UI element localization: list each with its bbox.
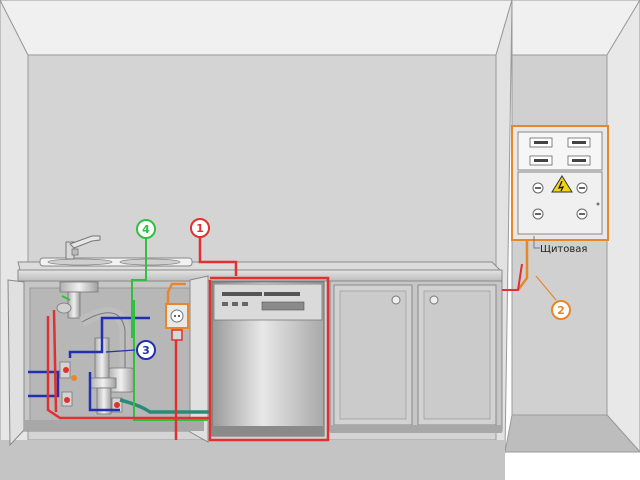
circuit-breakers <box>532 182 600 220</box>
callout-2: 2 <box>551 300 571 320</box>
power-line <box>46 236 330 442</box>
callout-4-label: 4 <box>142 223 150 236</box>
drain-siphon <box>56 281 135 415</box>
cabinet-knob-icon <box>429 295 439 305</box>
meter-display <box>529 137 591 166</box>
panel-label: Щитовая <box>540 244 587 255</box>
electrical-panel: Щитовая <box>511 125 609 255</box>
callout-2-label: 2 <box>557 304 565 317</box>
water-valves <box>59 361 123 413</box>
faucet-icon <box>65 235 101 260</box>
right-cabinets <box>329 280 503 433</box>
drain-hose <box>119 398 210 414</box>
callout-1-label: 1 <box>196 222 204 235</box>
callout-3-label: 3 <box>142 344 150 357</box>
cold-water-line <box>28 316 150 412</box>
callout-1: 1 <box>190 218 210 238</box>
dishwasher-control-panel <box>222 292 305 311</box>
sink <box>39 257 193 267</box>
panel-cable <box>502 240 529 291</box>
dishwasher <box>211 281 325 437</box>
electrical-outlet-box <box>165 282 189 341</box>
callout-3: 3 <box>136 340 156 360</box>
callout-leaders <box>105 236 557 353</box>
cabinet-knob-icon <box>391 295 401 305</box>
callout-4: 4 <box>136 219 156 239</box>
warning-triangle-icon <box>551 175 573 193</box>
